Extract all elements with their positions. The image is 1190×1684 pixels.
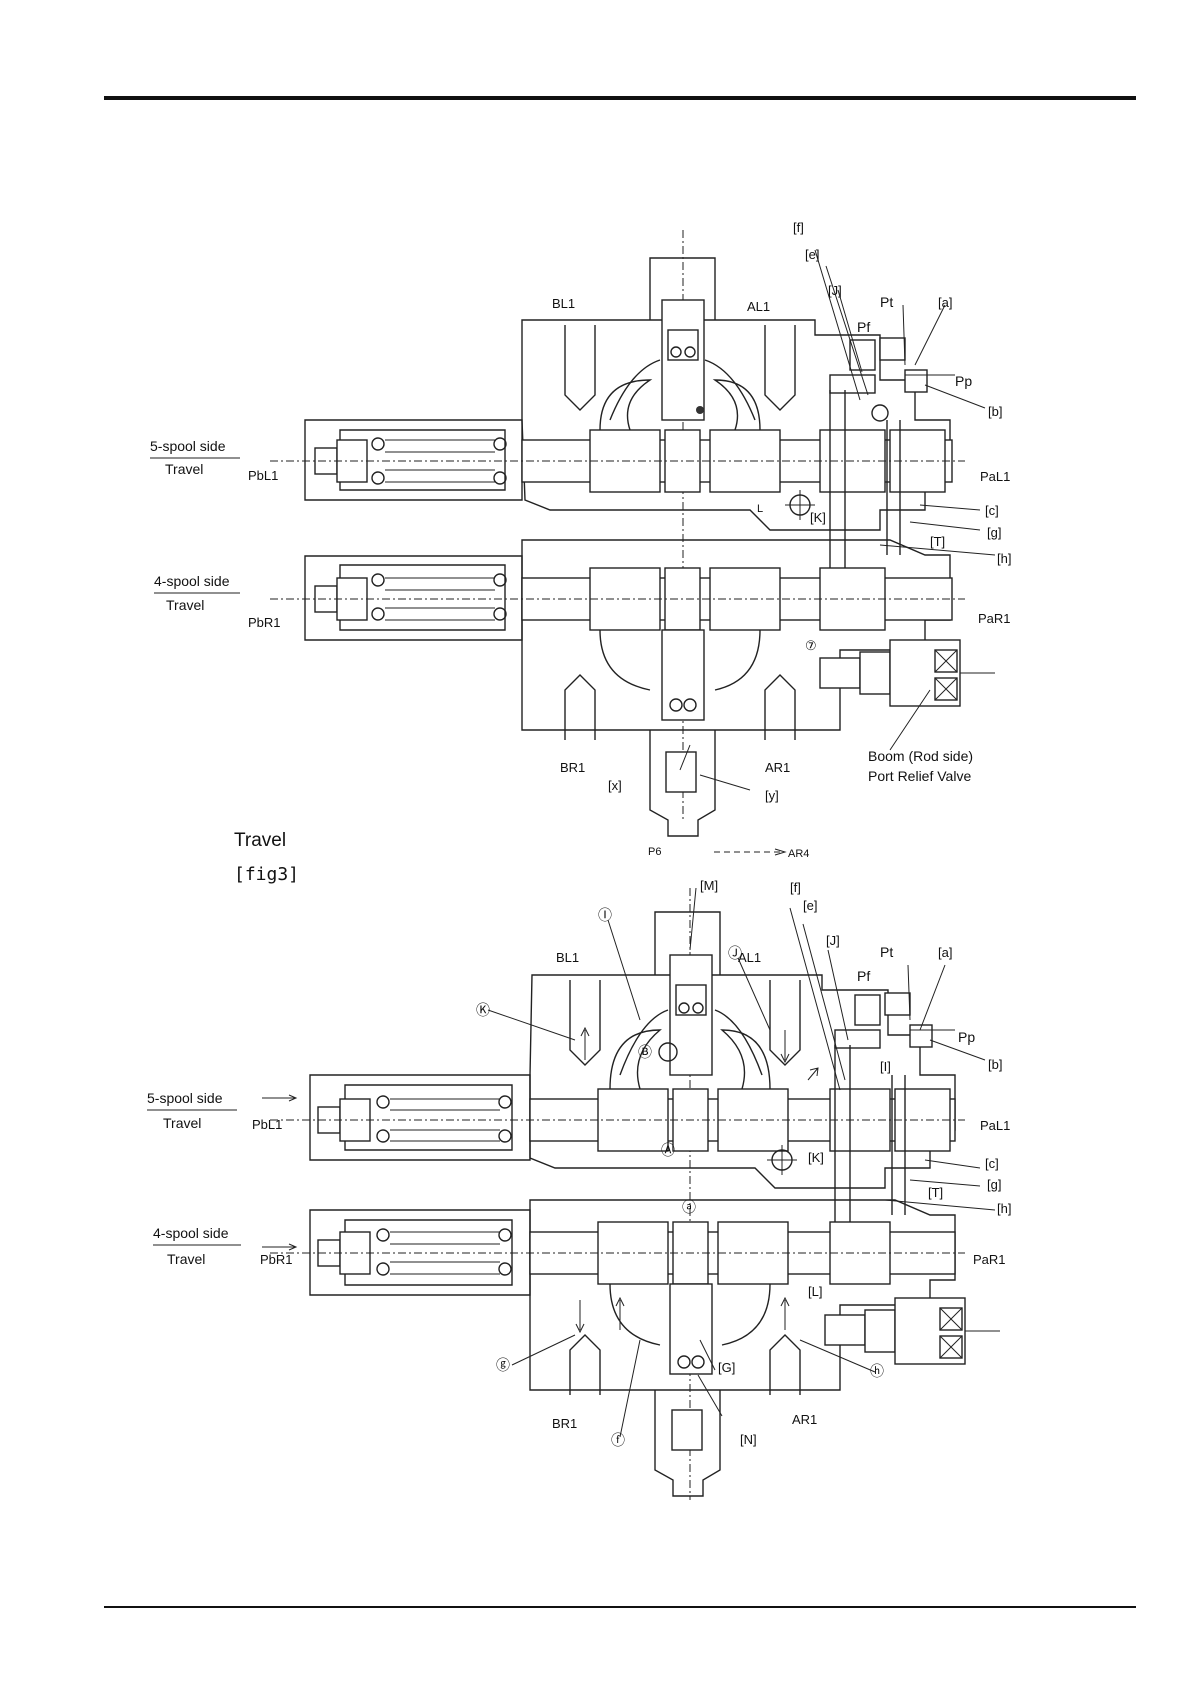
d2-label-h: [h] bbox=[997, 1201, 1011, 1216]
d2-label-g: [g] bbox=[987, 1177, 1001, 1192]
d1-label-T: [T] bbox=[930, 534, 945, 549]
caption-fig: [fig3] bbox=[234, 864, 299, 885]
d2-label-AR1: AR1 bbox=[792, 1412, 817, 1427]
d1-label-AL1: AL1 bbox=[747, 299, 770, 314]
d1-label-J: [J] bbox=[828, 283, 842, 298]
d2-label-circ-a: ⓐ bbox=[682, 1199, 696, 1215]
d2-label-travel5: Travel bbox=[163, 1115, 201, 1131]
d2-label-PaL1: PaL1 bbox=[980, 1118, 1010, 1133]
d2-label-Pt: Pt bbox=[880, 944, 893, 960]
d2-label-K: [K] bbox=[808, 1150, 824, 1165]
d2-label-N: [N] bbox=[740, 1432, 757, 1447]
d1-label-seven: ⑦ bbox=[805, 638, 817, 653]
d1-label-f: [f] bbox=[793, 220, 804, 235]
d2-label-b: [b] bbox=[988, 1057, 1002, 1072]
d2-label-Pp: Pp bbox=[958, 1029, 975, 1045]
d1-label-c: [c] bbox=[985, 503, 999, 518]
d1-label-a: [a] bbox=[938, 295, 952, 310]
diagram-1-drawing bbox=[270, 230, 996, 856]
d1-label-x: [x] bbox=[608, 778, 622, 793]
d2-label-J: [J] bbox=[826, 933, 840, 948]
d2-label-PbR1: PbR1 bbox=[260, 1252, 293, 1267]
d1-label-AR1: AR1 bbox=[765, 760, 790, 775]
header-rule bbox=[104, 96, 1136, 100]
d1-label-5spool: 5-spool side bbox=[150, 438, 226, 454]
d1-label-PaR1: PaR1 bbox=[978, 611, 1011, 626]
d2-label-M: [M] bbox=[700, 878, 718, 893]
d1-label-travel5: Travel bbox=[165, 461, 203, 477]
d1-label-PbL1: PbL1 bbox=[248, 468, 278, 483]
footer-rule bbox=[104, 1606, 1136, 1608]
d2-label-L: [L] bbox=[808, 1284, 822, 1299]
caption-section: Travel bbox=[234, 830, 286, 851]
d2-label-Pf: Pf bbox=[857, 968, 870, 984]
d2-label-circ-B: Ⓑ bbox=[638, 1044, 652, 1060]
d2-label-AL1: AL1 bbox=[738, 950, 761, 965]
d1-label-g: [g] bbox=[987, 525, 1001, 540]
d2-label-a: [a] bbox=[938, 945, 952, 960]
d1-label-P6: P6 bbox=[648, 846, 661, 858]
d1-label-y: [y] bbox=[765, 788, 779, 803]
d2-label-circ-K: Ⓚ bbox=[476, 1002, 490, 1018]
d1-label-h: [h] bbox=[997, 551, 1011, 566]
d2-label-BR1: BR1 bbox=[552, 1416, 577, 1431]
d1-label-e: [e] bbox=[805, 247, 819, 262]
d2-label-travel4: Travel bbox=[167, 1251, 205, 1267]
d2-label-c: [c] bbox=[985, 1156, 999, 1171]
d1-label-b: [b] bbox=[988, 404, 1002, 419]
d1-label-AR4: AR4 bbox=[788, 848, 809, 860]
d1-label-K: [K] bbox=[810, 510, 826, 525]
d1-label-4spool: 4-spool side bbox=[154, 573, 230, 589]
diagram-2-drawing bbox=[270, 887, 1000, 1500]
d2-label-G: [G] bbox=[718, 1360, 735, 1375]
d1-label-BL1: BL1 bbox=[552, 296, 575, 311]
d2-label-I: [I] bbox=[880, 1059, 891, 1074]
d1-label-relief-1: Boom (Rod side) bbox=[868, 748, 973, 764]
d2-label-circ-J: Ⓙ bbox=[728, 945, 742, 961]
d1-label-relief-2: Port Relief Valve bbox=[868, 768, 971, 784]
d2-label-circ-g: ⓖ bbox=[496, 1357, 510, 1373]
d1-label-travel4: Travel bbox=[166, 597, 204, 613]
d1-label-PbR1: PbR1 bbox=[248, 615, 281, 630]
d2-label-circ-f: ⓕ bbox=[611, 1432, 625, 1448]
d2-label-BL1: BL1 bbox=[556, 950, 579, 965]
d2-label-5spool: 5-spool side bbox=[147, 1090, 223, 1106]
d2-label-circ-I: Ⓘ bbox=[598, 907, 612, 923]
d2-label-PaR1: PaR1 bbox=[973, 1252, 1006, 1267]
d1-label-L: L bbox=[757, 503, 763, 515]
d1-label-Pt: Pt bbox=[880, 294, 893, 310]
d2-label-4spool: 4-spool side bbox=[153, 1225, 229, 1241]
d2-label-T: [T] bbox=[928, 1185, 943, 1200]
d2-label-PbL1: PbL1 bbox=[252, 1117, 282, 1132]
d1-label-BR1: BR1 bbox=[560, 760, 585, 775]
d1-label-PaL1: PaL1 bbox=[980, 469, 1010, 484]
d2-label-circ-A: Ⓐ bbox=[661, 1142, 675, 1158]
d1-label-Pp: Pp bbox=[955, 373, 972, 389]
d2-label-circ-h: ⓗ bbox=[870, 1363, 884, 1379]
d1-label-Pf: Pf bbox=[857, 319, 870, 335]
d2-label-f: [f] bbox=[790, 880, 801, 895]
d2-label-e: [e] bbox=[803, 898, 817, 913]
